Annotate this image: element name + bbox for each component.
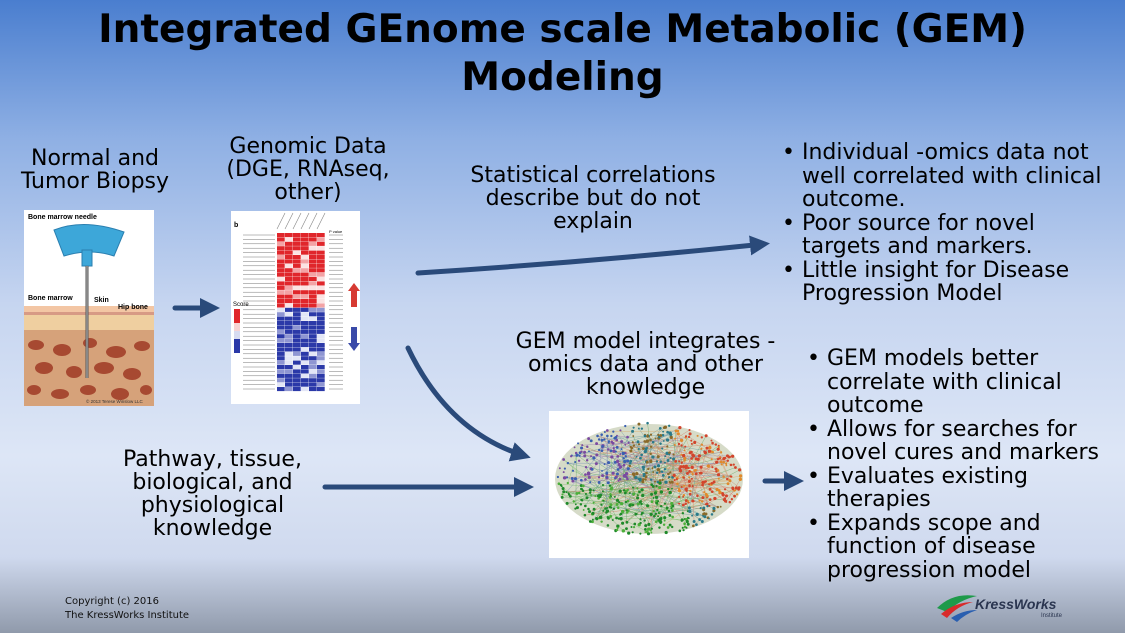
bullet-item: Expands scope and function of disease pr…	[805, 511, 1123, 583]
score-label: Score	[233, 302, 249, 308]
panel-letter: b	[234, 222, 238, 229]
biopsy-label: Normal and Tumor Biopsy	[20, 146, 170, 194]
curved-arrow-icon	[415, 235, 770, 276]
bullet-item: Poor source for novel targets and marker…	[780, 211, 1120, 259]
marrow-label: Bone marrow	[28, 295, 73, 302]
gem-model-label: GEM model integrates -omics data and oth…	[515, 329, 776, 400]
kressworks-logo: KressWorks Institute	[933, 588, 1073, 624]
p-value-label: P value	[329, 229, 343, 234]
limitations-list: Individual -omics data not well correlat…	[780, 141, 1120, 306]
copyright-line: Copyright (c) 2016	[65, 596, 159, 607]
needle-label: Bone marrow needle	[28, 214, 97, 221]
up-arrow-icon	[348, 283, 360, 307]
bullet-item: Evaluates existing therapies	[805, 464, 1123, 512]
genomic-heatmap: b P value Score	[231, 211, 360, 404]
slide-title: Integrated GEnome scale Metabolic (GEM) …	[98, 7, 1027, 100]
hip-bone-label: Hip bone	[118, 304, 148, 311]
pathway-knowledge-label: Pathway, tissue, biological, and physiol…	[123, 447, 302, 541]
bullet-item: GEM models better correlate with clinica…	[805, 347, 1123, 418]
gem-network-image	[549, 411, 749, 558]
statistical-correlations-label: Statistical correlations describe but do…	[470, 163, 716, 234]
copyright: Copyright (c) 2016 The KressWorks Instit…	[65, 595, 189, 623]
logo-swoosh-icon	[937, 595, 977, 612]
network-nodes	[556, 421, 743, 536]
bullet-item: Little insight for Disease Progression M…	[780, 258, 1120, 306]
logo-sub: Institute	[1041, 613, 1063, 619]
curved-arrow-icon	[405, 345, 531, 462]
skin-label: Skin	[94, 297, 109, 304]
down-arrow-icon	[348, 327, 360, 351]
logo-name: KressWorks	[975, 596, 1057, 612]
biopsy-illustration: Bone marrow needle Bone marrow Skin Hip …	[24, 210, 154, 406]
heatmap-cells	[277, 233, 325, 392]
benefits-list: GEM models better correlate with clinica…	[805, 347, 1123, 582]
genomic-data-label: Genomic Data (DGE, RNAseq, other)	[226, 134, 390, 205]
image-credit: © 2013 Terese Winslow LLC	[86, 398, 144, 404]
bullet-item: Individual -omics data not well correlat…	[780, 141, 1120, 212]
copyright-line: The KressWorks Institute	[65, 610, 190, 621]
bullet-item: Allows for searches for novel cures and …	[805, 417, 1123, 465]
